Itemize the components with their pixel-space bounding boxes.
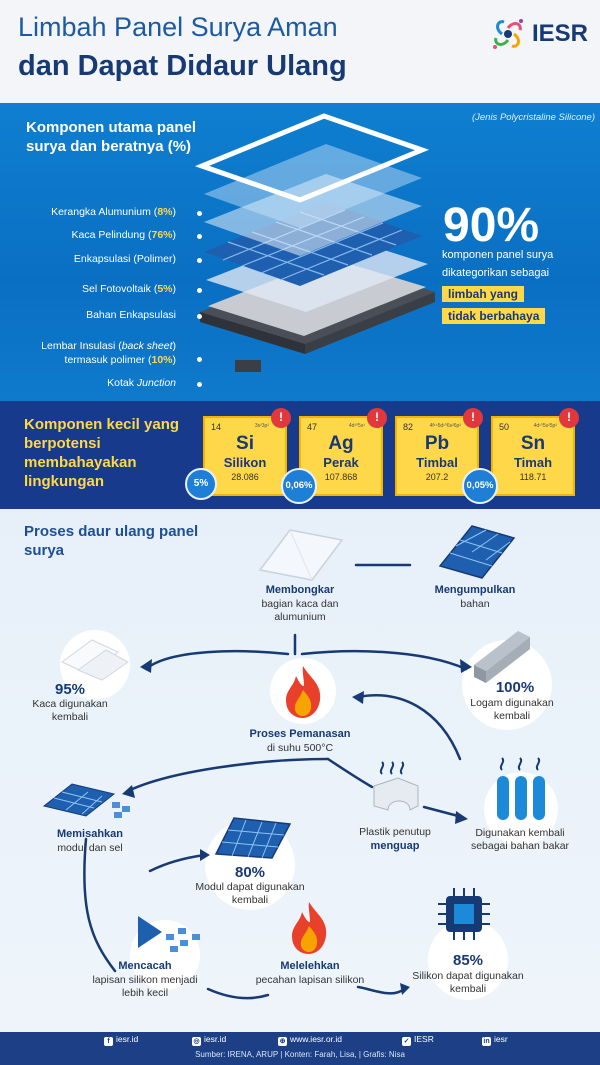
dismantle-title: Membongkar bbox=[265, 584, 335, 596]
warning-icon: ! bbox=[271, 408, 291, 428]
test-tubes-icon bbox=[497, 757, 545, 820]
components-subtitle: (Jenis Polycristaline Silicone) bbox=[471, 112, 595, 123]
logo-text: IESR bbox=[532, 20, 589, 47]
label-junction-box: Kotak Junction bbox=[107, 377, 176, 389]
web-icon: ⊕ bbox=[278, 1037, 287, 1046]
pointer-dot bbox=[197, 357, 202, 362]
fuel-text: Digunakan kembali sebagai bahan bakar bbox=[470, 827, 570, 852]
collect-text: bahan bbox=[460, 598, 490, 610]
melt-title: Melelehkan bbox=[280, 960, 340, 972]
reusable-module-icon bbox=[214, 817, 292, 859]
plastic-title: menguap bbox=[370, 840, 420, 852]
plastic-text: Plastik penutup bbox=[359, 826, 431, 838]
components-heading: Komponen utama panel surya dan beratnya … bbox=[26, 119, 197, 155]
heating-text: di suhu 500°C bbox=[266, 742, 334, 754]
melt-text: pecahan lapisan silikon bbox=[255, 974, 365, 986]
label-encapsulant-material: Bahan Enkapsulasi bbox=[86, 309, 176, 321]
facebook-icon: f bbox=[104, 1037, 113, 1046]
shredder-icon bbox=[138, 916, 200, 952]
header bbox=[0, 0, 600, 103]
footer bbox=[0, 1032, 600, 1065]
collect-title: Mengumpulkan bbox=[434, 584, 516, 596]
silicon-text: Silikon dapat digunakan kembali bbox=[412, 970, 524, 995]
silicon-circle bbox=[428, 920, 508, 1000]
process-heading: Proses daur ulang panel surya bbox=[24, 523, 199, 559]
separated-modules-icon bbox=[42, 783, 130, 818]
warning-icon: ! bbox=[559, 408, 579, 428]
evaporating-plastic-icon bbox=[373, 761, 419, 811]
warning-icon: ! bbox=[463, 408, 483, 428]
heating-title: Proses Pemanasan bbox=[249, 728, 351, 740]
melting-fire-icon bbox=[292, 902, 327, 954]
process-flow-arrows bbox=[83, 563, 472, 1000]
warning-icon: ! bbox=[367, 408, 387, 428]
non-hazardous-description: komponen panel surya dikategorikan sebag… bbox=[442, 249, 554, 324]
twitter-icon: ✓ bbox=[402, 1037, 411, 1046]
instagram-icon: ◎ bbox=[192, 1037, 201, 1046]
credits: Sumber: IRENA, ARUP | Konten: Farah, Lis… bbox=[195, 1050, 405, 1059]
glass-sheet-icon bbox=[258, 529, 344, 581]
pointer-dot bbox=[197, 234, 202, 239]
non-hazardous-percentage: 90% bbox=[443, 199, 540, 252]
instagram-link[interactable]: ◎iesr.id bbox=[192, 1034, 227, 1046]
shred-title: Mencacah bbox=[118, 960, 172, 972]
hazardous-heading: Komponen kecil yang berpotensi membahaya… bbox=[24, 416, 180, 490]
glass-percentage: 95% bbox=[54, 681, 86, 698]
metal-text: Logam digunakan kembali bbox=[470, 697, 554, 722]
pointer-dot bbox=[197, 211, 202, 216]
silicon-percentage: 85% bbox=[452, 952, 484, 969]
label-protective-glass: Kaca Pelindung (76%) bbox=[71, 229, 177, 241]
label-aluminium-frame: Kerangka Alumunium (8%) bbox=[51, 206, 176, 218]
solar-panel-layers-illustration bbox=[194, 113, 435, 372]
pointer-dot bbox=[197, 258, 202, 263]
shred-text: lapisan silikon menjadi lebih kecil bbox=[92, 974, 198, 999]
pointer-dot bbox=[197, 382, 202, 387]
linkedin-icon: in bbox=[482, 1037, 491, 1046]
label-encapsulation-polymer: Enkapsulasi (Polimer) bbox=[73, 253, 176, 265]
title-line-2: dan Dapat Didaur Ulang bbox=[18, 50, 347, 82]
metal-percentage: 100% bbox=[495, 679, 535, 696]
twitter-link[interactable]: ✓IESR bbox=[402, 1034, 434, 1046]
solar-panel-icon bbox=[438, 525, 516, 579]
aluminium-profile-icon bbox=[474, 631, 530, 683]
glass-text: Kaca digunakan kembali bbox=[32, 698, 108, 723]
separate-text: modul dan sel bbox=[57, 842, 123, 854]
separate-title: Memisahkan bbox=[56, 828, 124, 840]
percentage-badge-pb: 0,05% bbox=[462, 468, 498, 504]
pointer-dot bbox=[197, 288, 202, 293]
iesr-logo-icon bbox=[493, 19, 523, 49]
silicon-chip-icon bbox=[438, 888, 490, 940]
junction-box-icon bbox=[235, 360, 261, 372]
label-back-sheet: Lembar Insulasi (back sheet)termasuk pol… bbox=[41, 340, 176, 366]
label-photovoltaic-cell: Sel Fotovoltaik (5%) bbox=[82, 283, 176, 295]
pointer-dot bbox=[197, 314, 202, 319]
dismantle-text: bagian kaca dan alumunium bbox=[261, 598, 339, 623]
module-text: Modul dapat digunakan kembali bbox=[195, 881, 305, 906]
fire-icon bbox=[286, 666, 321, 718]
glass-pieces-icon bbox=[61, 639, 129, 681]
percentage-badge-ag: 0,06% bbox=[281, 468, 317, 504]
module-percentage: 80% bbox=[234, 864, 266, 881]
title-line-1: Limbah Panel Surya Aman bbox=[18, 12, 338, 42]
website-link[interactable]: ⊕www.iesr.or.id bbox=[278, 1034, 342, 1046]
percentage-badge-si: 5% bbox=[185, 468, 217, 500]
